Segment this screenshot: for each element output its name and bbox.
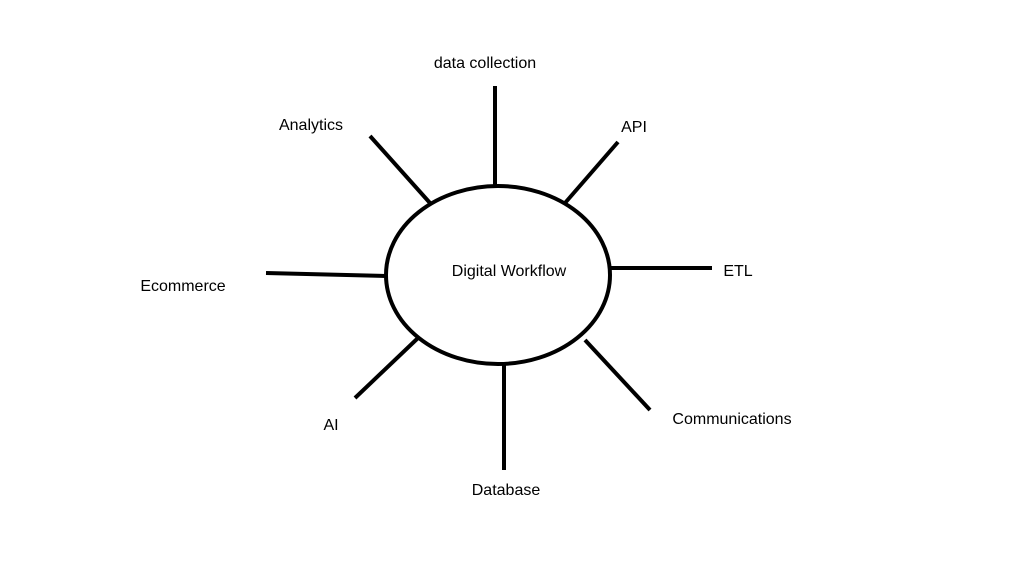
connector-ecommerce (265, 271, 388, 278)
connector-ai (353, 336, 420, 400)
node-communications: Communications (672, 411, 791, 428)
connector-api (563, 140, 620, 205)
center-label: Digital Workflow (452, 263, 567, 280)
node-data-collection: data collection (434, 55, 536, 72)
connector-communications (583, 338, 652, 412)
node-ai: AI (323, 417, 338, 434)
node-api: API (621, 119, 647, 136)
node-etl: ETL (723, 263, 752, 280)
node-analytics: Analytics (279, 117, 343, 134)
node-database: Database (472, 482, 541, 499)
node-ecommerce: Ecommerce (140, 278, 225, 295)
connector-analytics (368, 134, 432, 205)
